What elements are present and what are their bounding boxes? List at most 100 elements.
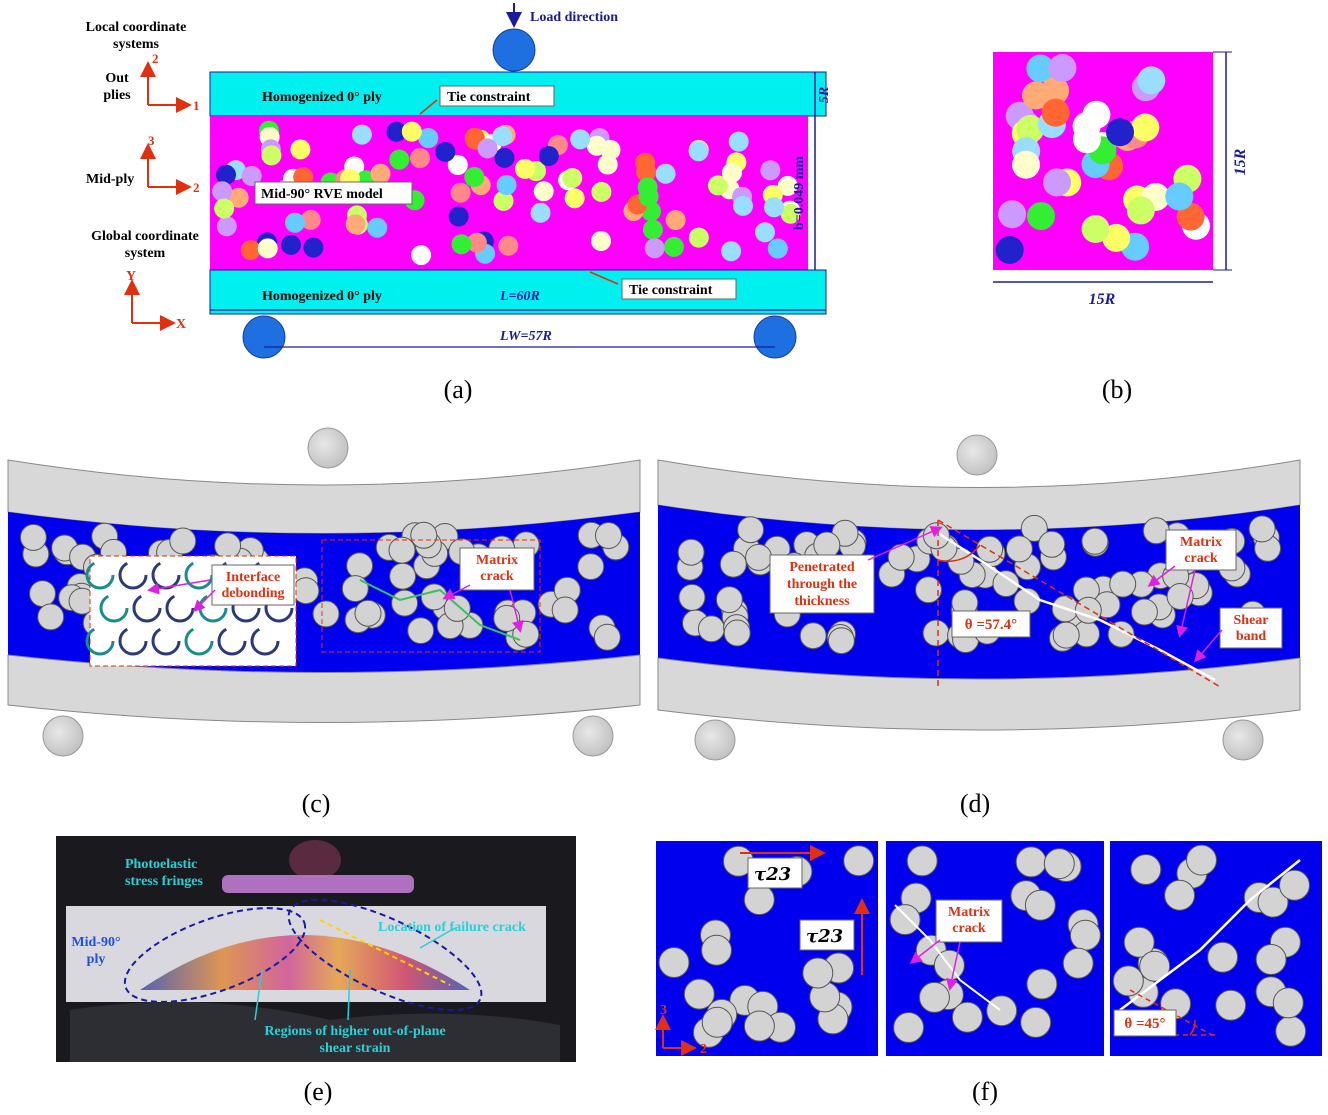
bottom-ply-label: Homogenized 0° ply: [262, 289, 382, 304]
fiber: [986, 995, 1018, 1027]
fiber: [728, 131, 749, 152]
fiber: [893, 1012, 925, 1043]
loading-pin: [289, 840, 341, 880]
fiber: [1130, 598, 1158, 626]
fiber: [1081, 215, 1110, 243]
fiber: [701, 1006, 733, 1038]
fiber: [745, 543, 773, 571]
theta-f: θ =45°: [1124, 1016, 1165, 1032]
fiber: [1272, 987, 1304, 1019]
fiber: [530, 202, 551, 223]
out-plies-axes: 2 1: [140, 51, 200, 113]
bottom-ply-d: [657, 657, 1301, 731]
caption-b: (b): [1102, 375, 1132, 404]
crack-f-2: [894, 904, 1001, 1011]
fiber: [922, 619, 950, 647]
fiber: [1109, 570, 1137, 598]
fiber: [995, 236, 1024, 264]
fiber: [658, 947, 690, 978]
fiber: [451, 234, 472, 255]
fiber: [1081, 527, 1109, 555]
fiber: [303, 237, 324, 258]
fiber: [1165, 182, 1194, 211]
load-roller-c: [307, 427, 349, 469]
fiber: [388, 536, 416, 564]
fiber: [410, 148, 430, 169]
axis-global-h: X: [176, 317, 186, 332]
debond-ring: [118, 626, 148, 656]
fiber: [655, 163, 676, 184]
fiber: [644, 238, 665, 259]
fiber: [600, 139, 621, 160]
fiber: [976, 535, 1004, 563]
fiber: [1130, 854, 1162, 885]
strain-region-left: [123, 907, 307, 1003]
fiber: [1043, 168, 1071, 197]
crack-path-c: [359, 579, 521, 641]
fiber: [345, 214, 366, 235]
global-axes: Y X: [124, 269, 186, 332]
fiber: [1207, 941, 1239, 973]
axis-mid-v: 3: [148, 133, 155, 148]
fiber: [688, 227, 709, 248]
fringe-region: [140, 935, 470, 990]
fiber: [802, 957, 834, 989]
axis-out-h: 1: [193, 98, 200, 113]
fiber: [257, 238, 278, 259]
fiber: [591, 231, 611, 251]
fiber: [1015, 846, 1047, 878]
rve-label-box: [254, 181, 413, 205]
fiber: [341, 575, 369, 603]
fiber: [300, 209, 321, 230]
fiber: [492, 126, 513, 147]
fiber: [450, 182, 471, 203]
fiber: [678, 583, 706, 611]
debond-ring: [85, 626, 115, 656]
fiber: [1164, 879, 1196, 911]
fiber: [1069, 919, 1101, 951]
right-roller-c: [572, 715, 614, 757]
dim-b: b=0.049 mm: [792, 156, 807, 230]
fiber: [570, 129, 591, 150]
fiber: [743, 884, 775, 916]
fiber: [346, 552, 374, 580]
tie-top-box: [439, 85, 555, 107]
fiber: [1043, 848, 1075, 880]
fiber: [951, 1001, 983, 1033]
fiber: [420, 583, 448, 611]
fiber: [813, 531, 841, 559]
fiber: [514, 158, 535, 179]
fiber: [799, 622, 827, 650]
fiber: [494, 147, 515, 168]
load-direction: Load direction: [530, 10, 618, 25]
fiber: [1142, 517, 1170, 545]
fiber: [477, 138, 498, 159]
fiber: [683, 978, 715, 1010]
dim-lw: LW=57R: [499, 329, 552, 344]
axis-global-v: Y: [126, 269, 136, 284]
fiber: [642, 219, 663, 240]
fiber: [466, 232, 487, 253]
mid-ply-label: Mid-ply: [86, 172, 134, 187]
fiber: [1279, 869, 1310, 901]
fiber: [389, 562, 417, 590]
fiber: [577, 553, 605, 581]
fiber: [533, 181, 554, 202]
fiber: [918, 981, 950, 1013]
fiber: [493, 604, 521, 632]
fiber: [889, 904, 921, 936]
fiber: [1082, 100, 1111, 129]
theta-arc-d: [937, 544, 981, 562]
tau-side-box: [799, 919, 855, 951]
tau-side: τ23: [806, 926, 843, 947]
fiber: [1112, 965, 1144, 997]
crack-path-d: [929, 526, 1216, 682]
fiber: [663, 236, 684, 257]
fiber: [887, 543, 915, 571]
